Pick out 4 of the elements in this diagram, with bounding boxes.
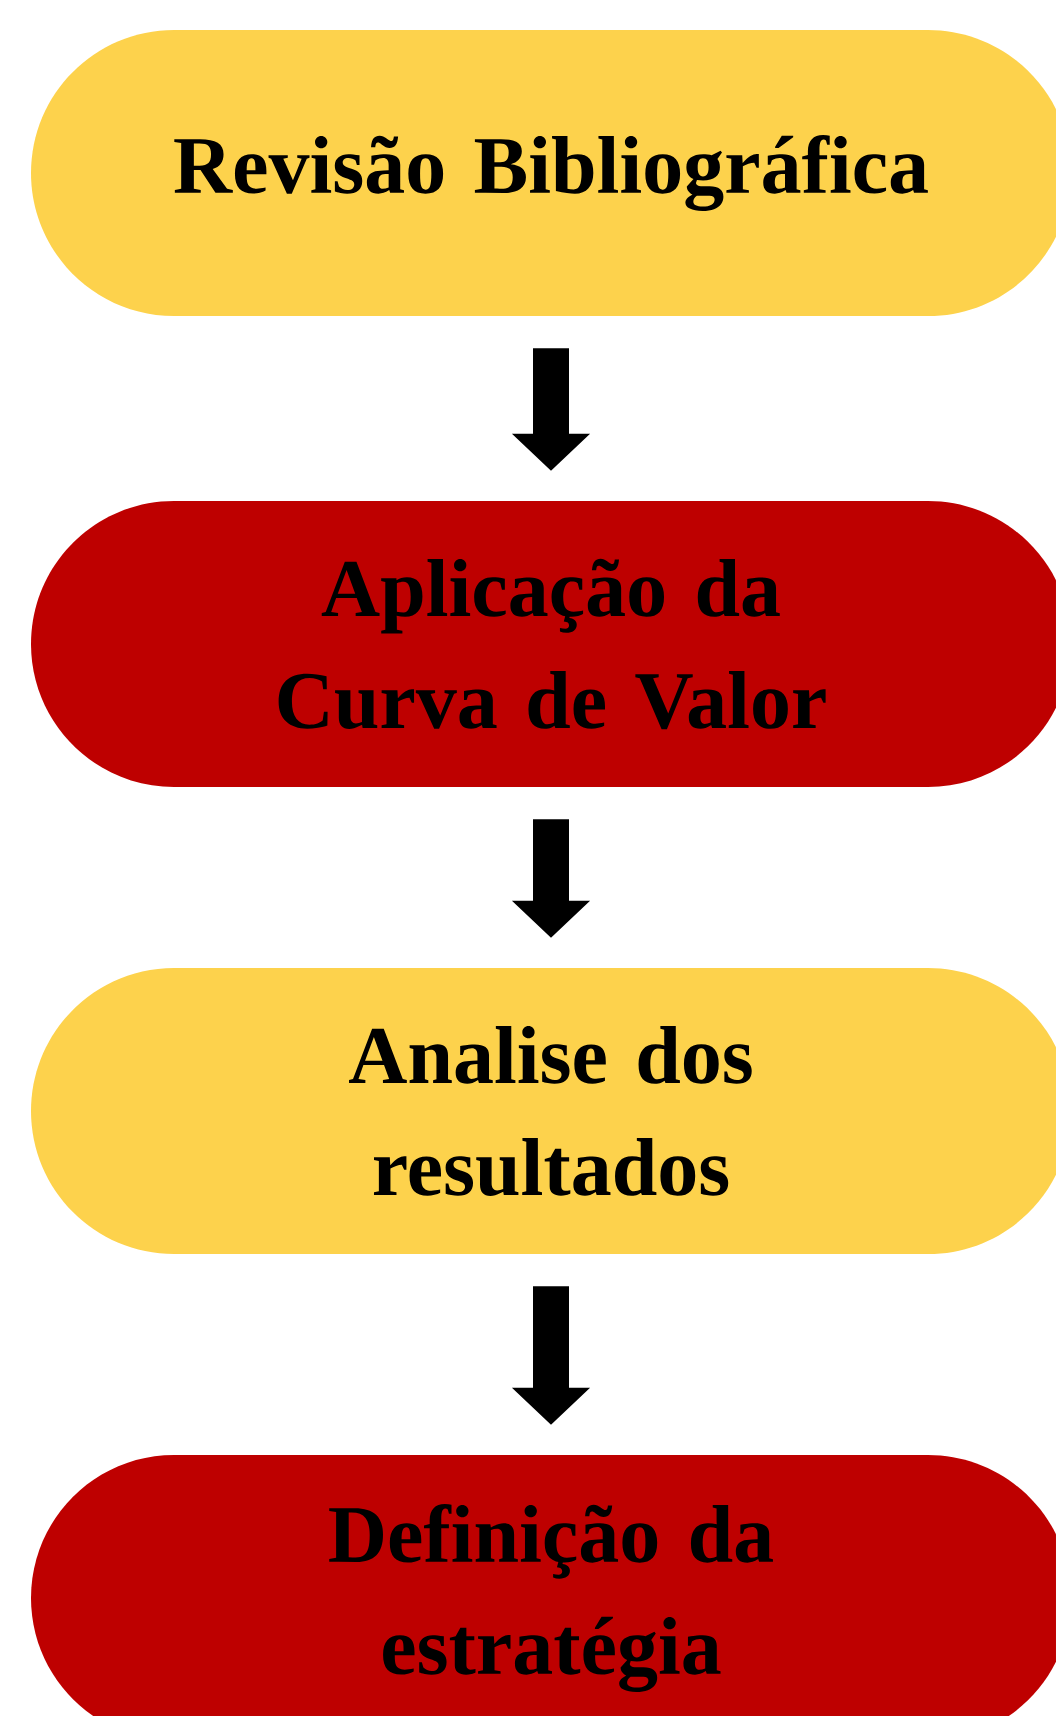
process-box: Definição da estratégia <box>31 1455 1056 1716</box>
process-box: Revisão Bibliográfica <box>31 30 1056 316</box>
process-box: Aplicação da Curva de Valor <box>31 501 1056 787</box>
process-box: Analise dos resultados <box>31 968 1056 1254</box>
